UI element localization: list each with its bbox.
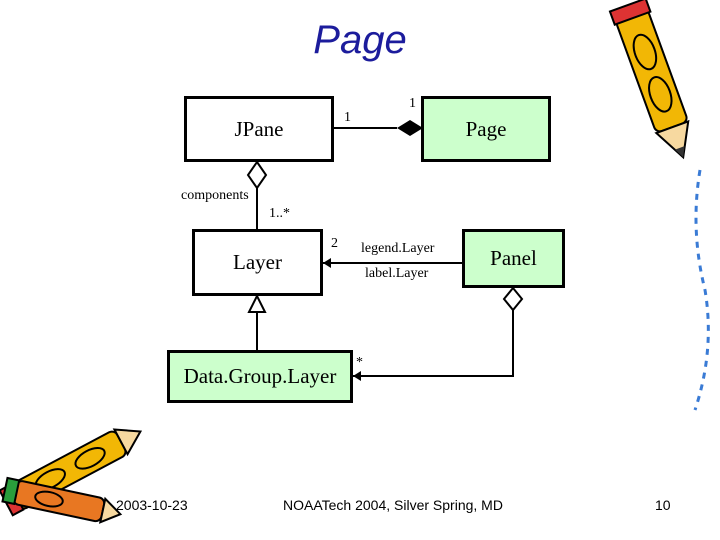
pencil-clipart [608, 0, 690, 160]
pencils-clipart [0, 428, 143, 524]
data-group-layer-class-box: Data.Group.Layer [167, 350, 353, 403]
panel-class-box: Panel [462, 229, 565, 288]
layer-class-label: Layer [233, 250, 282, 274]
slide-title: Page [313, 18, 407, 62]
jpane-multiplicity: 1 [344, 110, 351, 125]
aggregation-diamond-icon [246, 160, 268, 190]
datagroup-arrowhead-icon [353, 371, 361, 381]
layer-multiplicity: 2 [331, 236, 338, 251]
page-class-label: Page [465, 116, 507, 141]
jpane-class-label: JPane [234, 116, 284, 141]
composition-diamond-icon [397, 120, 423, 136]
data-group-layer-class-label: Data.Group.Layer [183, 364, 337, 388]
label-layer-role-label: label.Layer [365, 266, 429, 281]
inheritance-triangle-icon [247, 293, 267, 313]
panel-class-label: Panel [490, 246, 537, 270]
panel-datagroup-line [353, 310, 514, 377]
components-role-label: components [181, 188, 249, 203]
footer-event: NOAATech 2004, Silver Spring, MD [283, 497, 503, 513]
panel-aggregation-diamond-icon [502, 286, 524, 312]
panel-multiplicity: * [356, 355, 363, 370]
layer-arrowhead-icon [323, 258, 331, 268]
footer-date: 2003-10-23 [116, 497, 188, 513]
page-multiplicity: 1 [409, 96, 416, 111]
components-multiplicity: 1..* [269, 206, 290, 221]
page-class-box: Page [421, 96, 551, 162]
footer-page-number: 10 [655, 497, 671, 513]
jpane-class-box: JPane [184, 96, 334, 162]
legend-layer-role-label: legend.Layer [361, 241, 435, 256]
layer-class-box: Layer [192, 229, 323, 296]
